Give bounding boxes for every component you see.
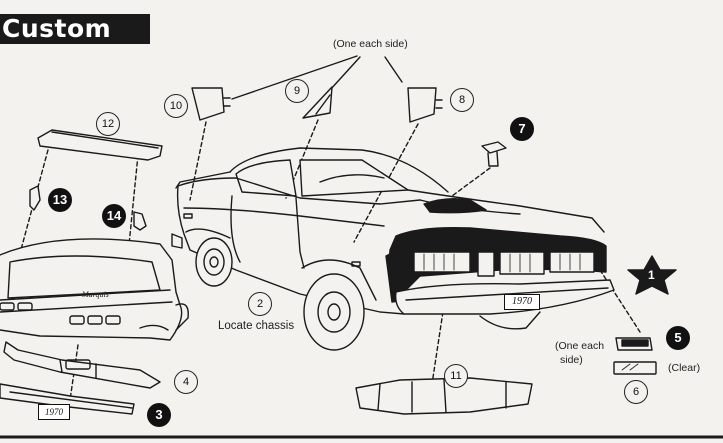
part-5-lamp-housing: [615, 337, 653, 351]
car-body: [171, 147, 615, 351]
callout-4: 4: [174, 370, 198, 394]
callout-1: 1: [648, 268, 655, 282]
callout-11: 11: [444, 364, 468, 388]
part-11-front-valance: [355, 377, 533, 415]
page-title: Custom: [0, 14, 150, 44]
part-14-bracket: [133, 211, 147, 231]
callout-2: 2: [248, 292, 272, 316]
callout-10: 10: [164, 94, 188, 118]
locate-chassis-label: Locate chassis: [218, 320, 295, 332]
callout-3: 3: [147, 403, 171, 427]
part-6-clear-lens: [613, 361, 657, 375]
callout-8: 8: [450, 88, 474, 112]
clear-label: (Clear): [668, 362, 701, 374]
front-license-plate: 1970: [504, 294, 540, 310]
callout-5: 5: [666, 326, 690, 350]
part-3-rear-valance: [0, 383, 135, 415]
side-parts-leaders: [231, 55, 403, 100]
trunk-script-emblem: Marquis: [82, 290, 109, 299]
rear-license-plate: 1970: [38, 404, 70, 420]
part-7-component: [481, 141, 507, 167]
part-10-side-panel: [191, 87, 231, 121]
callout-1-star: [627, 255, 677, 295]
part-9-vent-window: [302, 86, 333, 119]
one-each-side-label-2a: (One each: [555, 340, 605, 352]
rear-body-section: [0, 238, 189, 341]
part-13-bracket: [29, 185, 41, 211]
callout-14: 14: [102, 204, 126, 228]
callout-6: 6: [624, 380, 648, 404]
part-8-quarter-window: [407, 87, 443, 123]
callout-7: 7: [510, 117, 534, 141]
callout-12: 12: [96, 112, 120, 136]
one-each-side-label: (One each side): [333, 38, 408, 50]
part-4-rear-bumper: [3, 341, 161, 389]
one-each-side-label-2b: side): [560, 354, 583, 366]
callout-9: 9: [285, 79, 309, 103]
assembly-leaders: [15, 119, 641, 401]
callout-13: 13: [48, 188, 72, 212]
part-12-rear-spoiler: [37, 129, 163, 161]
